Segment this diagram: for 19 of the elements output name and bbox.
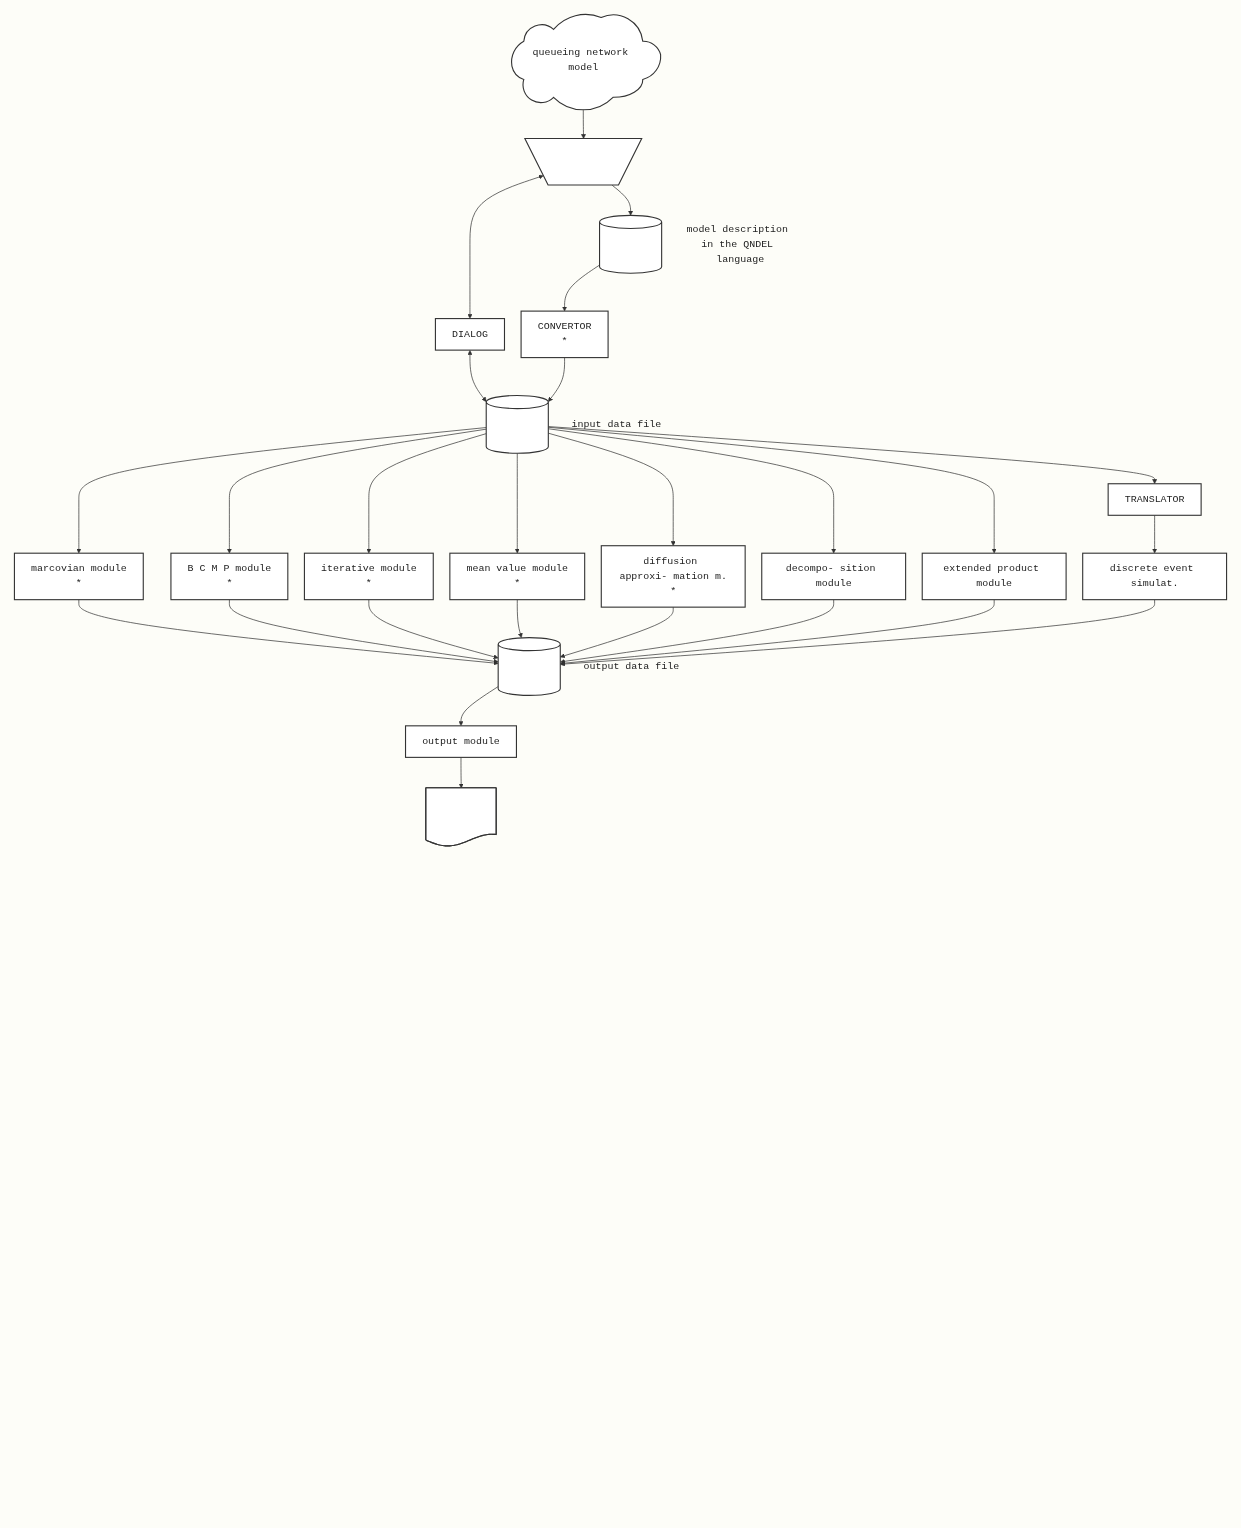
node-box: discrete event simulat.	[1082, 552, 1228, 601]
node-box: marcovian module *	[13, 552, 144, 601]
node-box: DIALOG	[434, 318, 506, 351]
node-box: decompo- sition module	[761, 552, 907, 601]
node-box: iterative module *	[303, 552, 434, 601]
node-box: mean value module *	[449, 552, 586, 601]
node-cylinder	[599, 214, 663, 274]
node-label: input data file	[571, 418, 662, 430]
node-trapezoid	[523, 137, 643, 186]
node-box: B C M P module *	[170, 552, 289, 601]
node-label: output data file	[583, 660, 680, 672]
node-box: extended product module	[921, 552, 1067, 601]
node-cylinder	[497, 637, 561, 696]
node-label: model description in the QNDEL language	[686, 223, 789, 265]
node-box: CONVERTOR *	[520, 310, 609, 359]
node-box: output module	[404, 725, 517, 758]
node-cylinder	[485, 394, 549, 454]
node-box: TRANSLATOR	[1107, 483, 1202, 516]
node-box: diffusion approxi- mation m. *	[600, 545, 746, 608]
